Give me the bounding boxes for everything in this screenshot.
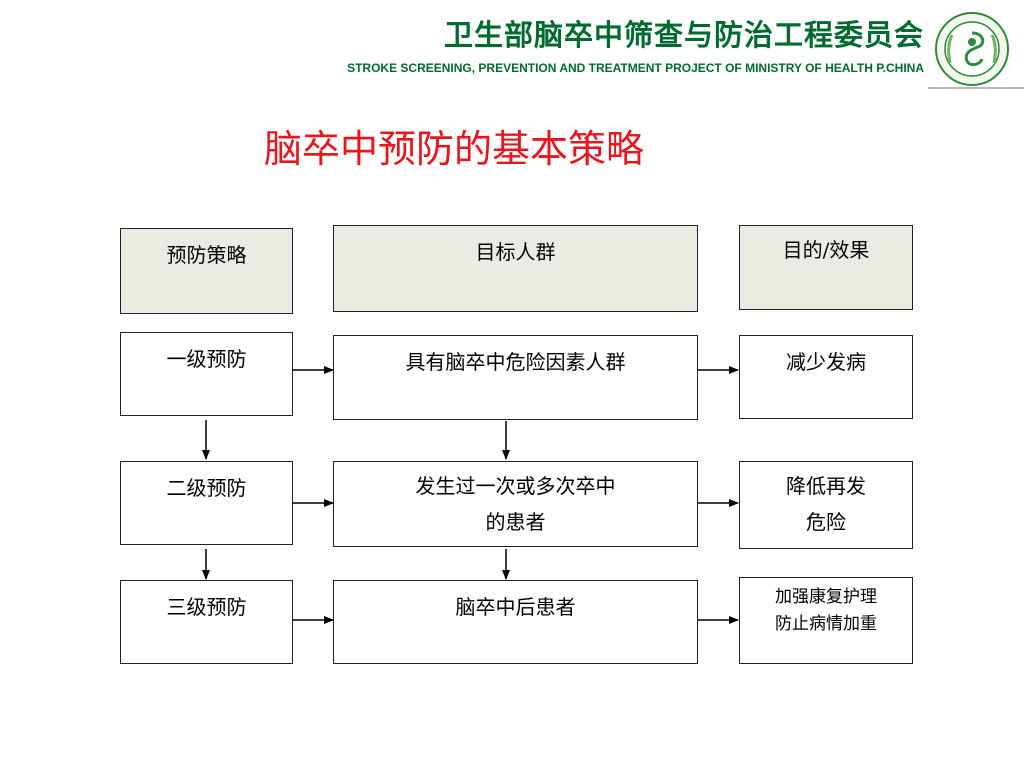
- header-strategy: 预防策略: [120, 228, 293, 314]
- row2-effect: 降低再发 危险: [739, 461, 913, 549]
- row2-target-line2: 的患者: [485, 510, 546, 534]
- org-title: 卫生部脑卒中筛查与防治工程委员会: [443, 18, 924, 52]
- row3-effect-line2: 防止病情加重: [775, 614, 877, 634]
- org-subtitle: STROKE SCREENING, PREVENTION AND TREATME…: [347, 61, 924, 75]
- header-target: 目标人群: [333, 225, 698, 312]
- row1-target-label: 具有脑卒中危险因素人群: [405, 350, 626, 374]
- header-target-label: 目标人群: [475, 240, 556, 264]
- row2-effect-line1: 降低再发: [786, 474, 866, 498]
- row1-effect: 减少发病: [739, 335, 913, 419]
- row2-target-line1: 发生过一次或多次卒中: [415, 474, 616, 498]
- row2-strategy: 二级预防: [120, 461, 293, 545]
- row1-strategy: 一级预防: [120, 332, 293, 416]
- row3-target: 脑卒中后患者: [333, 580, 698, 664]
- header-effect-label: 目的/效果: [782, 238, 870, 262]
- header-effect: 目的/效果: [739, 225, 913, 310]
- header-divider: [928, 87, 1024, 89]
- row3-effect: 加强康复护理 防止病情加重: [739, 577, 913, 664]
- row3-effect-line1: 加强康复护理: [775, 587, 877, 607]
- row1-target: 具有脑卒中危险因素人群: [333, 335, 698, 420]
- row1-strategy-label: 一级预防: [166, 347, 247, 371]
- row2-effect-line2: 危险: [806, 510, 846, 534]
- row3-target-label: 脑卒中后患者: [455, 595, 576, 619]
- row1-effect-label: 减少发病: [786, 350, 866, 374]
- row2-target: 发生过一次或多次卒中 的患者: [333, 461, 698, 547]
- header-strategy-label: 预防策略: [166, 243, 247, 267]
- row2-strategy-label: 二级预防: [166, 476, 247, 500]
- slide-title: 脑卒中预防的基本策略: [264, 127, 645, 171]
- organization-seal-logo: [935, 12, 1009, 86]
- row3-strategy: 三级预防: [120, 580, 293, 664]
- row3-strategy-label: 三级预防: [166, 595, 247, 619]
